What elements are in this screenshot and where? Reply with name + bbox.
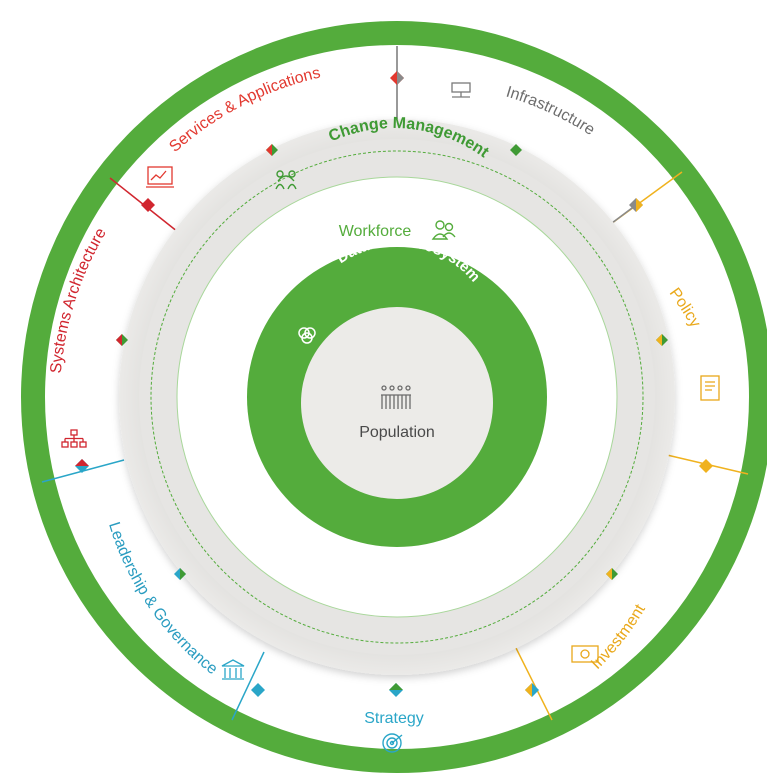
workforce-area-border xyxy=(176,176,618,618)
people-group-icon xyxy=(381,385,411,409)
chart-screen-icon xyxy=(146,166,174,188)
money-icon xyxy=(571,645,599,663)
document-icon xyxy=(700,375,720,401)
strategy-label: Strategy xyxy=(364,710,424,727)
venn-circles-icon xyxy=(298,327,316,344)
users-icon xyxy=(431,220,456,240)
bank-building-icon xyxy=(221,659,245,680)
server-network-icon xyxy=(451,82,471,98)
population-core xyxy=(301,307,493,499)
workforce-label: Workforce xyxy=(339,223,412,240)
wavy-line xyxy=(150,150,644,644)
outer-ring xyxy=(21,21,767,773)
hierarchy-icon xyxy=(61,429,87,448)
diamond-markers xyxy=(75,71,713,697)
target-icon xyxy=(382,733,403,753)
people-cycle-icon xyxy=(275,170,297,190)
population-label: Population xyxy=(359,424,435,441)
